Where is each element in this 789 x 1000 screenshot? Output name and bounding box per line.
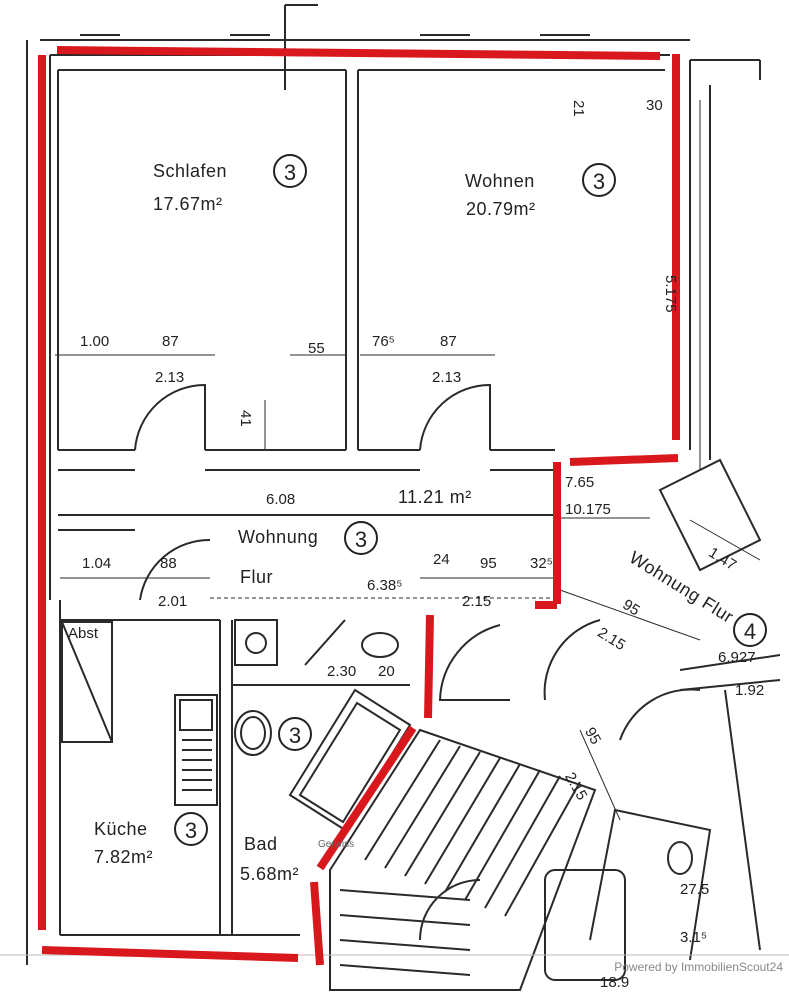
room-abst-label: Abst <box>68 625 99 642</box>
dim-label: 87 <box>162 333 179 350</box>
room-schlafen-name: Schlafen <box>153 161 228 181</box>
dim-label: 10.175 <box>565 501 611 518</box>
dim-label: 1.00 <box>80 333 110 350</box>
dim-label: 5.175 <box>662 275 679 313</box>
room-bad-name: Bad <box>244 834 278 854</box>
room-kueche-area: 7.82m² <box>94 847 154 867</box>
dim-label: 20 <box>378 663 395 680</box>
room-wohnen-name: Wohnen <box>465 171 535 191</box>
dim-label: 88 <box>160 555 177 572</box>
dim-label: 30 <box>646 97 663 114</box>
dim-label: 27.5 <box>680 881 710 898</box>
room-bad-area: 5.68m² <box>240 864 300 884</box>
dim-label: 55 <box>308 340 325 357</box>
dim-label: 21 <box>570 100 587 117</box>
room-wohnen-area: 20.79m² <box>466 199 536 219</box>
dim-label: 6.38⁵ <box>367 577 403 594</box>
room-wohnung-area: 11.21 m² <box>398 487 472 507</box>
dim-label: 6.08 <box>266 491 296 508</box>
room-schlafen-area: 17.67m² <box>153 194 223 214</box>
room-kueche-circle: 3 <box>174 812 208 846</box>
dim-label: 7.65 <box>565 474 595 491</box>
dim-label: 2.30 <box>327 663 357 680</box>
stair-note: Gerwiss <box>318 839 355 850</box>
dim-label: 32⁵ <box>530 555 553 572</box>
room-schlafen-circle: 3 <box>273 154 307 188</box>
dim-label: 3.1⁵ <box>680 929 708 946</box>
room-wohnung-circle: 3 <box>344 521 378 555</box>
dim-label: 76⁵ <box>372 333 395 350</box>
room-kueche-name: Küche <box>94 819 148 839</box>
dim-label: 2.15 <box>462 593 492 610</box>
highlight-outline <box>38 46 680 966</box>
dim-label: 2.13 <box>432 369 462 386</box>
dim-label: 24 <box>433 551 450 568</box>
dim-label: 1.92 <box>735 682 765 699</box>
watermark: Powered by ImmobilienScout24 <box>614 960 783 974</box>
dim-label: 18.9 <box>600 974 630 991</box>
dim-label: 6.927 <box>718 649 756 666</box>
room-flur-name: Flur <box>240 567 273 587</box>
room-wohnung-name: Wohnung <box>238 527 319 547</box>
dim-label: 95 <box>480 555 497 572</box>
room-wohnung-flur-circle: 4 <box>733 613 767 647</box>
room-bad-circle: 3 <box>278 717 312 751</box>
room-wohnen-circle: 3 <box>582 163 616 197</box>
dim-label: 2.13 <box>155 369 185 386</box>
dim-label: 87 <box>440 333 457 350</box>
dim-label: 2.01 <box>158 593 188 610</box>
plan-walls <box>0 4 789 991</box>
dim-label: 1.04 <box>82 555 112 572</box>
dim-label: 41 <box>237 410 254 427</box>
